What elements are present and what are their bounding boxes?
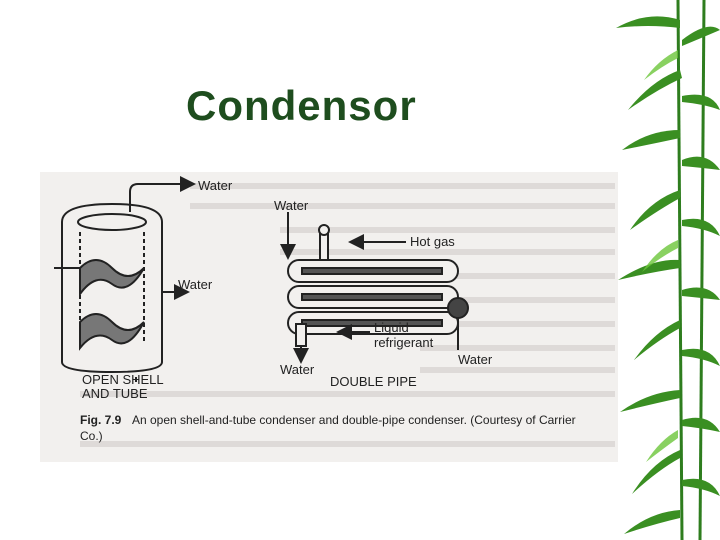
label-water-right: Water	[458, 352, 493, 367]
caption-text-2: Co.)	[80, 429, 103, 443]
label-open-shell: OPEN SHELL	[82, 372, 164, 387]
label-water-bottom: Water	[280, 362, 315, 377]
label-hot-gas: Hot gas	[410, 234, 455, 249]
label-and-tube: AND TUBE	[82, 386, 148, 401]
label-water-mid: Water	[178, 277, 213, 292]
label-double-pipe: DOUBLE PIPE	[330, 374, 417, 389]
label-refrigerant: refrigerant	[374, 335, 434, 350]
label-water-top: Water	[198, 178, 233, 193]
double-pipe-condenser	[280, 212, 469, 364]
open-shell-condenser	[54, 183, 190, 382]
label-liquid: Liquid	[374, 320, 409, 335]
caption-text: An open shell-and-tube condenser and dou…	[132, 413, 576, 427]
caption-label: Fig. 7.9	[80, 413, 122, 427]
slide-title: Condensor	[186, 82, 417, 129]
label-water-pipe: Water	[274, 198, 309, 213]
bamboo-decoration	[616, 0, 720, 540]
condenser-figure: Water Water Hot gas Water Liquid refrige…	[40, 172, 618, 462]
